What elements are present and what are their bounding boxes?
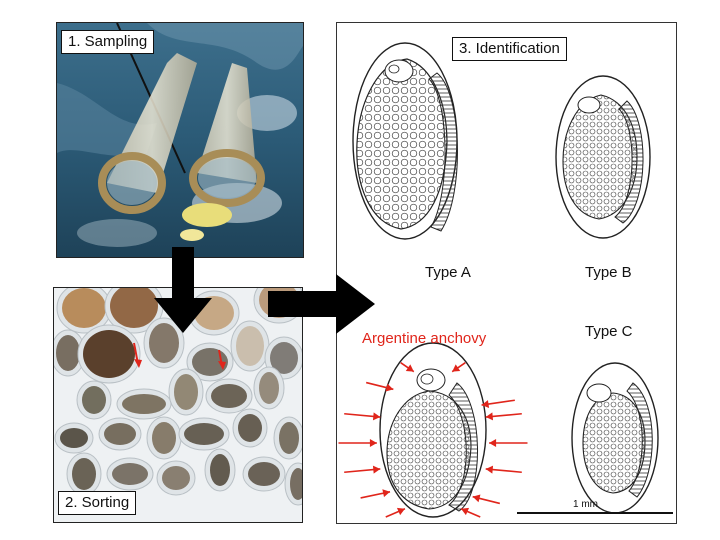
highlight-arrow-head — [452, 364, 461, 372]
highlight-arrow-head — [369, 439, 377, 447]
sorted-egg — [104, 423, 136, 445]
sorted-egg — [174, 374, 198, 410]
sorted-egg — [56, 335, 80, 371]
highlight-arrow-head — [382, 489, 391, 498]
scale-bar-label: 1 mm — [573, 499, 598, 510]
highlight-arrow-head — [396, 507, 405, 516]
sorted-eggs-illustration — [54, 288, 302, 522]
sorted-egg — [60, 428, 88, 448]
sorted-egg — [184, 423, 224, 445]
type-a-label: Type A — [425, 264, 471, 281]
sorted-egg — [72, 458, 96, 490]
highlight-arrows — [338, 361, 528, 518]
sorted-egg — [162, 466, 190, 490]
argentine-anchovy-label: Argentine anchovy — [362, 330, 487, 347]
highlight-arrow-head — [461, 507, 470, 516]
egg-type-c — [571, 362, 659, 514]
highlight-arrow-head — [372, 465, 381, 474]
egg-drawings — [338, 42, 673, 518]
type-c-label: Type C — [585, 323, 633, 340]
sorted-egg — [149, 323, 179, 363]
sorted-egg — [248, 462, 280, 486]
sampling-photo: 1. Sampling — [56, 22, 304, 258]
egg-type-b — [555, 75, 651, 239]
highlight-arrow-head — [372, 412, 381, 421]
highlight-arrow-head — [405, 364, 414, 372]
sorted-egg — [152, 422, 176, 454]
sorted-egg — [238, 414, 262, 442]
sorted-egg — [110, 288, 158, 328]
step-label-sorting: 2. Sorting — [58, 491, 137, 515]
highlight-arrow-head — [489, 439, 497, 447]
identification-panel: 3. Identification Type A Type B Type C A… — [336, 22, 677, 524]
sorted-egg — [112, 463, 148, 485]
sorted-egg — [210, 454, 230, 486]
highlight-arrow-head — [472, 494, 481, 503]
plankton-nets-illustration — [57, 23, 303, 257]
egg-argentine-anchovy — [379, 342, 487, 518]
pointer-arrow-head — [218, 361, 226, 370]
step-label-sampling: 1. Sampling — [61, 30, 155, 54]
sorted-egg — [270, 342, 298, 374]
egg-type-a — [352, 42, 458, 240]
sorted-egg — [194, 296, 234, 330]
sorted-egg — [211, 384, 247, 408]
sorted-egg — [122, 394, 166, 414]
sorted-egg — [83, 330, 135, 378]
type-b-label: Type B — [585, 264, 632, 281]
sorted-egg — [62, 288, 106, 328]
sorted-egg — [82, 386, 106, 414]
sorting-photo: 2. Sorting — [53, 287, 303, 523]
sorted-egg — [279, 422, 299, 454]
sorted-egg — [259, 372, 279, 404]
pointer-arrow-head — [134, 359, 142, 368]
highlight-arrow-head — [385, 383, 394, 392]
highlight-arrow-head — [485, 465, 494, 474]
sorted-egg — [290, 468, 302, 500]
highlight-arrow-head — [485, 412, 494, 421]
step-label-identification: 3. Identification — [452, 37, 567, 61]
highlight-arrow-head — [481, 400, 490, 409]
sorted-egg — [236, 326, 264, 366]
